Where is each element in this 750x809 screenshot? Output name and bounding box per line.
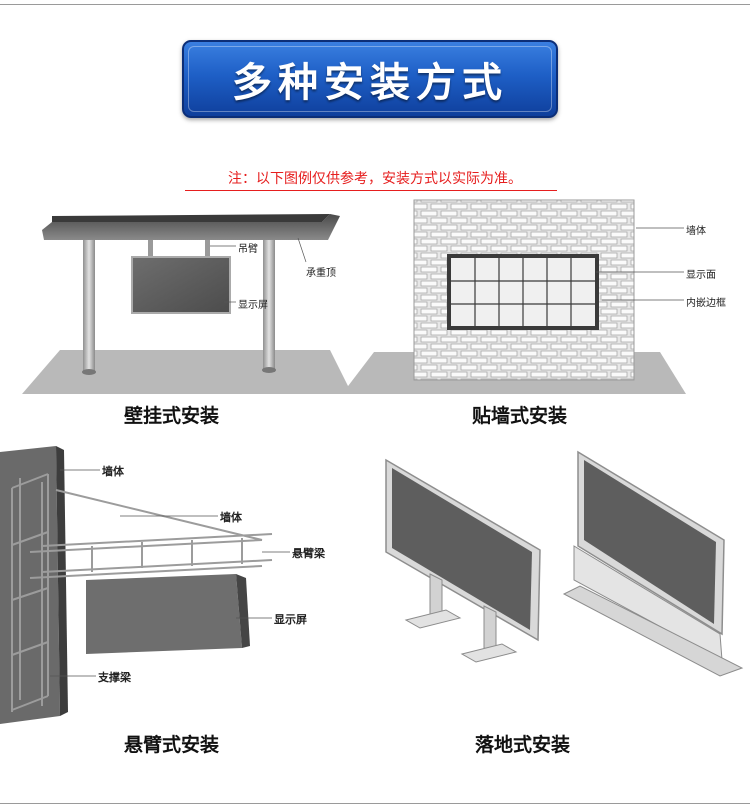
right-pole [263, 240, 275, 372]
label-support-beam: 支撑梁 [98, 671, 131, 684]
caption-cantilever: 悬臂式安装 [124, 734, 220, 756]
label-inner-frame: 内嵌边框 [686, 298, 726, 309]
vertical-truss [11, 473, 49, 712]
label-screen-face: 显示面 [686, 270, 716, 281]
caption-wall-hang: 壁挂式安装 [124, 405, 220, 427]
banner-inner-border [188, 46, 552, 112]
roof [42, 214, 340, 240]
label-screen-1: 显示屏 [238, 300, 268, 311]
title-banner: 多种安装方式 [182, 40, 558, 118]
hanger-left [148, 240, 153, 258]
label-wall-mid: 墙体 [220, 511, 242, 524]
disclaimer-note: 注：以下图例仅供参考，安装方式以实际为准。 [228, 171, 522, 187]
hanging-screen [131, 256, 231, 314]
label-screen-3: 显示屏 [274, 613, 307, 626]
label-arm-beam: 悬臂梁 [292, 547, 325, 560]
label-wall-2: 墙体 [686, 226, 706, 237]
note-underline [185, 190, 557, 191]
label-hanger: 吊臂 [238, 244, 258, 255]
top-divider [0, 4, 750, 5]
cantilever-screen [86, 574, 242, 654]
caption-wall-embed: 贴墙式安装 [472, 405, 568, 427]
banner-background [182, 40, 558, 118]
caption-floor: 落地式安装 [475, 734, 571, 756]
hanger-right [205, 240, 210, 258]
label-wall-top: 墙体 [102, 465, 124, 478]
left-pole [83, 240, 95, 372]
arm-truss [29, 489, 273, 579]
bottom-divider [0, 803, 750, 804]
banner-title: 多种安装方式 [232, 59, 508, 106]
label-roof: 承重顶 [306, 268, 336, 279]
